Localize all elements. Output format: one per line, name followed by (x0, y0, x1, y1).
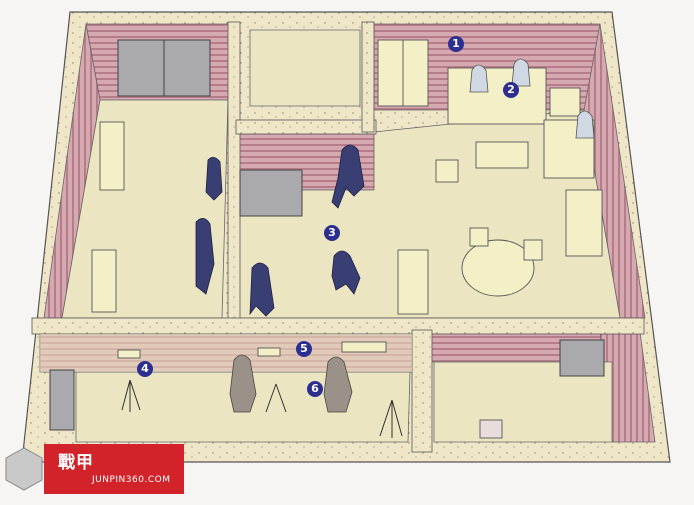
marker-4: 4 (137, 361, 153, 377)
marker-2: 2 (503, 82, 519, 98)
watermark-title: 戰甲 (58, 448, 94, 473)
marker-5: 5 (296, 341, 312, 357)
watermark-url: JUNPIN360.COM (92, 475, 170, 485)
marker-6: 6 (307, 381, 323, 397)
marker-3: 3 (324, 225, 340, 241)
marker-1: 1 (448, 36, 464, 52)
watermark-logo (0, 440, 190, 501)
